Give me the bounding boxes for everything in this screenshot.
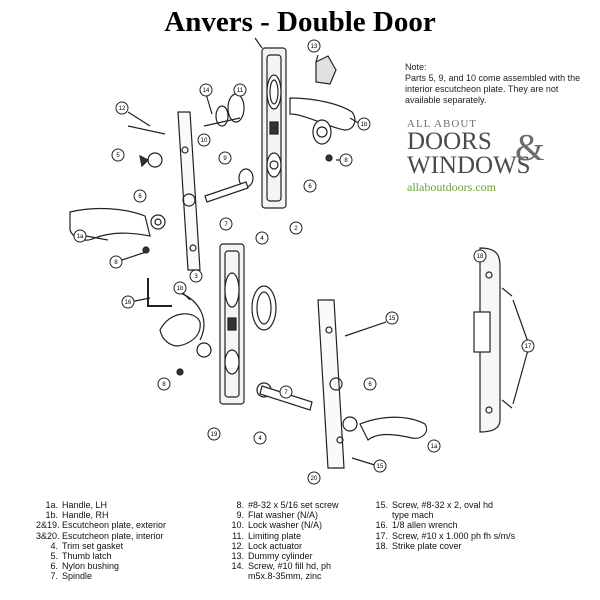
callout-16: 16 — [121, 295, 135, 309]
callout-15a: 15 — [385, 311, 399, 325]
svg-text:6: 6 — [368, 382, 372, 388]
callout-6c: 6 — [363, 377, 377, 391]
parts-column-1: 1a.Handle, LH 1b.Handle, RH 2&19.Escutch… — [36, 500, 166, 582]
assembly-note: Note: Parts 5, 9, and 10 come assembled … — [405, 62, 590, 106]
part-row: 15.Screw, #8-32 x 2, oval hd — [375, 500, 494, 510]
parts-column-3: 15.Screw, #8-32 x 2, oval hd type mach 1… — [366, 500, 515, 551]
strike-plate — [473, 247, 501, 433]
svg-text:1a: 1a — [431, 444, 438, 450]
interior-plate-top — [177, 111, 201, 271]
svg-text:20: 20 — [311, 476, 318, 482]
svg-text:8: 8 — [344, 158, 348, 164]
part-row: 11.Limiting plate — [232, 530, 302, 541]
part-row: m5x.8-35mm, zinc — [248, 571, 322, 582]
exterior-escutcheon-bottom — [219, 243, 245, 405]
part-row: 14.Screw, #10 fill hd, ph — [231, 561, 332, 572]
brand-logo: ALL ABOUT DOORS & WINDOWS allaboutdoors.… — [407, 118, 577, 195]
callout-7b: 7 — [279, 385, 293, 399]
callout-2: 2 — [289, 221, 303, 235]
svg-text:15: 15 — [377, 464, 384, 470]
callout-1a-top: 1a — [73, 229, 87, 243]
note-heading: Note: — [405, 62, 427, 72]
callout-6: 6 — [133, 189, 147, 203]
callout-10: 10 — [197, 133, 211, 147]
part-row: 4.Trim set gasket — [50, 540, 124, 551]
svg-text:8: 8 — [162, 382, 166, 388]
callout-11: 11 — [233, 83, 247, 97]
callout-5: 5 — [111, 148, 125, 162]
callout-13: 13 — [307, 39, 321, 53]
part-row: type mach — [392, 510, 434, 521]
callout-20: 20 — [307, 471, 321, 485]
exploded-diagram: 12 14 13 11 5 6 10 9 8 1b 6 2 4 7 1a 8 3… — [69, 37, 535, 485]
part-row: 1b.Handle, RH — [45, 510, 109, 521]
callout-7: 7 — [219, 217, 233, 231]
svg-text:19: 19 — [211, 432, 218, 438]
svg-text:1a: 1a — [77, 234, 84, 240]
svg-text:11: 11 — [237, 88, 244, 94]
parts-column-2: 8.#8-32 x 5/16 set screw 9.Flat washer (… — [222, 500, 339, 582]
part-row: 5.Thumb latch — [50, 551, 112, 562]
svg-text:4: 4 — [258, 436, 262, 442]
part-row: 18.Strike plate cover — [375, 540, 462, 551]
svg-text:2: 2 — [294, 226, 298, 232]
callout-4b: 4 — [253, 431, 267, 445]
callout-6b: 6 — [303, 179, 317, 193]
exterior-escutcheon-top — [261, 47, 287, 209]
part-row: 3&20.Escutcheon plate, interior — [36, 530, 164, 541]
svg-text:14: 14 — [203, 88, 210, 94]
callout-1b-top: 1b — [357, 117, 371, 131]
note-text: Parts 5, 9, and 10 come assembled with t… — [405, 73, 581, 105]
interior-plate-bottom — [317, 299, 345, 469]
callout-17: 17 — [521, 339, 535, 353]
callout-18: 18 — [473, 249, 487, 263]
callout-4: 4 — [255, 231, 269, 245]
svg-text:4: 4 — [260, 236, 264, 242]
svg-text:10: 10 — [201, 138, 208, 144]
svg-text:13: 13 — [311, 44, 318, 50]
svg-text:3: 3 — [194, 274, 198, 280]
part-row: 10.Lock washer (N/A) — [231, 520, 323, 531]
svg-text:1b: 1b — [361, 122, 368, 128]
callout-15b: 15 — [373, 459, 387, 473]
part-row: 7.Spindle — [50, 571, 93, 582]
part-row: 9.Flat washer (N/A) — [236, 510, 319, 521]
svg-text:5: 5 — [116, 153, 120, 159]
logo-url: allaboutdoors.com — [407, 180, 496, 194]
callout-19: 19 — [207, 427, 221, 441]
part-row: 16.1/8 allen wrench — [375, 520, 458, 531]
svg-text:7: 7 — [224, 222, 228, 228]
svg-text:6: 6 — [308, 184, 312, 190]
svg-text:8: 8 — [114, 260, 118, 266]
callout-1b-bottom: 1b — [173, 281, 187, 295]
callout-8b: 8 — [109, 255, 123, 269]
callout-8a: 8 — [339, 153, 353, 167]
svg-text:16: 16 — [125, 300, 132, 306]
callout-1a-bottom: 1a — [427, 439, 441, 453]
part-row: 12.Lock actuator — [231, 540, 303, 551]
callout-8c: 8 — [157, 377, 171, 391]
svg-text:18: 18 — [477, 254, 484, 260]
svg-text:9: 9 — [223, 156, 227, 162]
callout-12: 12 — [115, 101, 129, 115]
svg-text:6: 6 — [138, 194, 142, 200]
page-title: Anvers - Double Door — [164, 6, 436, 38]
svg-text:12: 12 — [119, 106, 126, 112]
svg-text:1b: 1b — [177, 286, 184, 292]
svg-text:17: 17 — [525, 344, 532, 350]
part-row: 17.Screw, #10 x 1.000 ph fh s/m/s — [375, 530, 516, 541]
svg-text:7: 7 — [284, 390, 288, 396]
handle-rh-top — [289, 97, 356, 145]
part-row: 8.#8-32 x 5/16 set screw — [236, 500, 339, 510]
part-row: 13.Dummy cylinder — [231, 551, 313, 562]
part-row: 2&19.Escutcheon plate, exterior — [36, 520, 167, 531]
svg-text:15: 15 — [389, 316, 396, 322]
callout-3: 3 — [189, 269, 203, 283]
callout-9: 9 — [218, 151, 232, 165]
part-row: 6.Nylon bushing — [50, 561, 120, 572]
part-row: 1a.Handle, LH — [45, 500, 108, 510]
thumb-latch — [139, 152, 163, 168]
callout-14: 14 — [199, 83, 213, 97]
